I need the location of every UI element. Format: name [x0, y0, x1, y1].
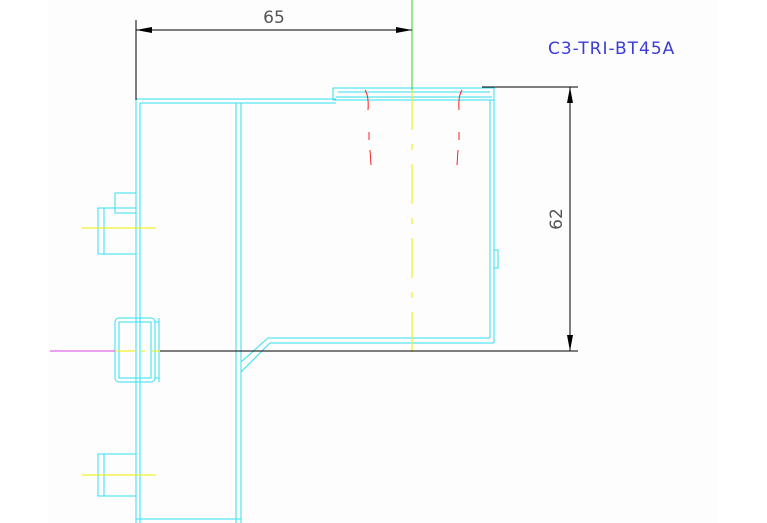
bolt-upper-head: [97, 207, 137, 255]
dimension-height-value: 62: [547, 208, 567, 230]
dim-v-arrow-bottom: [567, 335, 573, 351]
dimension-horizontal: [135, 20, 412, 100]
bolt-upper-nut: [114, 192, 137, 214]
dimension-width-value: 65: [263, 8, 285, 28]
hidden-hole-right-arc: [458, 89, 463, 111]
dimension-vertical: [160, 86, 578, 352]
bolt-upper: [97, 192, 137, 255]
part-number-label: C3-TRI-BT45A: [548, 39, 675, 59]
bolt-middle: [114, 317, 160, 383]
hidden-hole-left-arc: [364, 89, 369, 111]
right-side-tab: [493, 249, 499, 269]
hidden-hole-left-2: [369, 149, 372, 166]
hidden-hole-right-2: [456, 149, 459, 166]
dim-h-arrow-left: [136, 27, 152, 33]
bolt-middle-head: [114, 317, 156, 383]
dim-h-arrow-right: [396, 27, 412, 33]
chamfer-inner: [240, 337, 269, 363]
hidden-lines: [364, 89, 463, 166]
chamfer-outer: [240, 342, 271, 373]
bolt-middle-body: [118, 321, 152, 379]
part-outline: [97, 87, 499, 523]
dim-v-arrow-top: [567, 87, 573, 103]
drawing-sheet: [48, 0, 718, 523]
